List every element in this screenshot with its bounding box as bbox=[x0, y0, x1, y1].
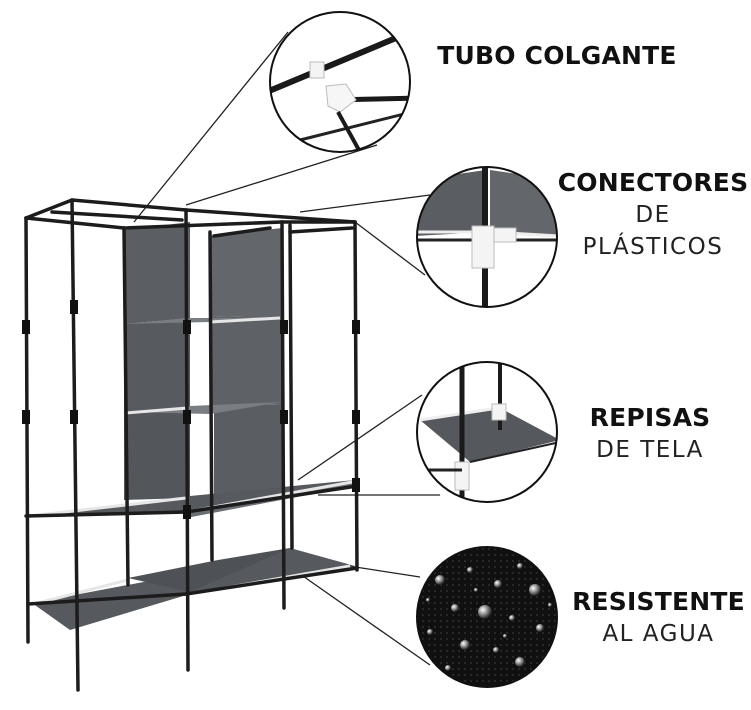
detail-hanging-rod bbox=[269, 11, 411, 153]
feature-title: RESISTENTE bbox=[572, 587, 745, 616]
feature-label-water-resistant: RESISTENTE AL AGUA bbox=[566, 586, 751, 650]
feature-title: CONECTORES bbox=[557, 168, 749, 197]
detail-connectors bbox=[416, 166, 558, 308]
feature-label-connectors: CONECTORES DE PLÁSTICOS bbox=[555, 167, 751, 263]
feature-subtitle: AL AGUA bbox=[602, 621, 715, 647]
feature-label-fabric-shelves: REPISAS DE TELA bbox=[570, 402, 730, 466]
feature-title: REPISAS bbox=[589, 403, 711, 432]
detail-fabric-shelves bbox=[416, 361, 558, 503]
feature-label-hanging-rod: TUBO COLGANTE bbox=[432, 40, 682, 72]
feature-subtitle: PLÁSTICOS bbox=[582, 234, 724, 260]
feature-subtitle: DE bbox=[635, 202, 671, 228]
wardrobe bbox=[22, 198, 360, 692]
feature-subtitle: DE TELA bbox=[596, 437, 704, 463]
detail-water-resistant bbox=[416, 546, 558, 688]
feature-title: TUBO COLGANTE bbox=[437, 41, 677, 70]
